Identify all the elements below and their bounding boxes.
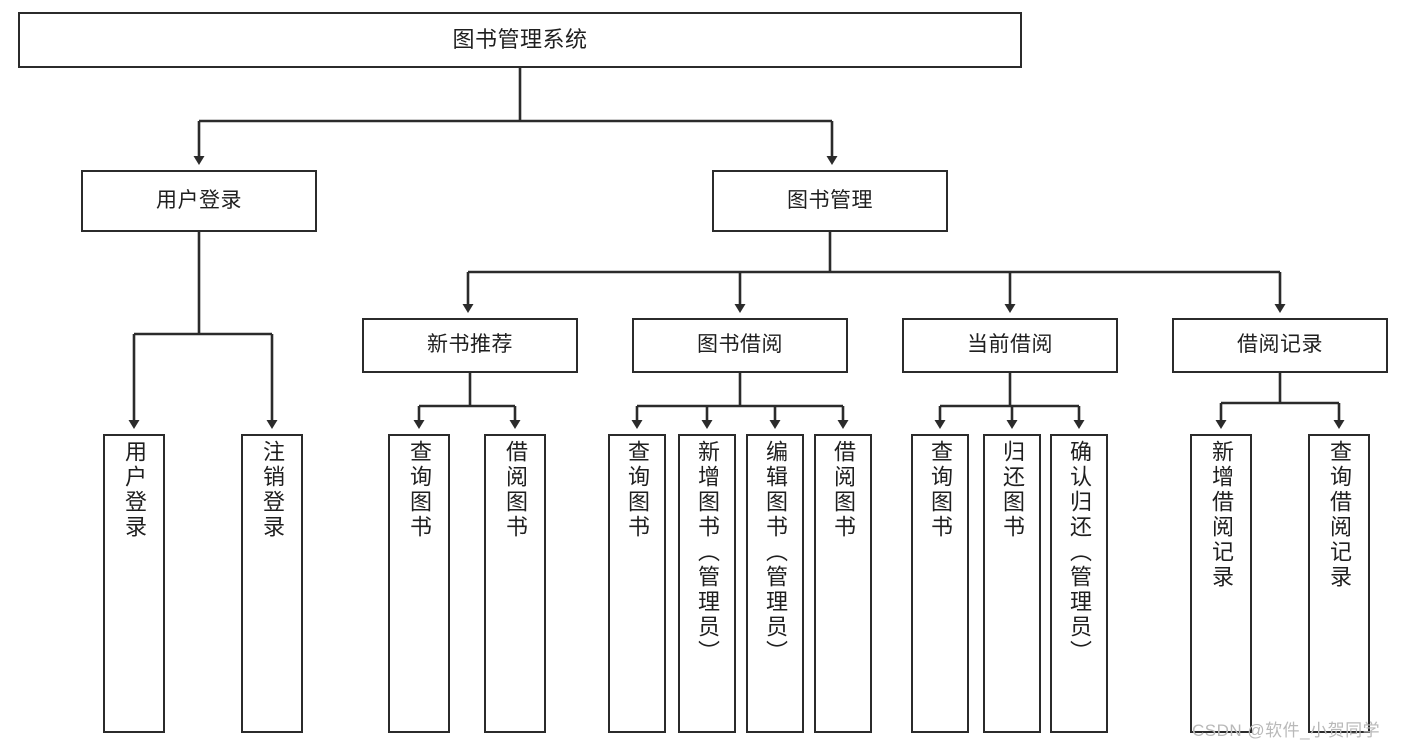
leaf-nbr-borrow-book[interactable]: 借阅图书	[484, 434, 546, 733]
node-current-borrow[interactable]: 当前借阅	[902, 318, 1118, 373]
leaf-cb-confirm-return-admin-label: 确认归还（管理员）	[1067, 440, 1092, 665]
leaf-bb-add-book-admin[interactable]: 新增图书（管理员）	[678, 434, 736, 733]
node-book-borrow-label: 图书借阅	[697, 333, 783, 357]
node-book-borrow[interactable]: 图书借阅	[632, 318, 848, 373]
node-book-management[interactable]: 图书管理	[712, 170, 948, 232]
leaf-br-query-record[interactable]: 查询借阅记录	[1308, 434, 1370, 733]
node-root[interactable]: 图书管理系统	[18, 12, 1022, 68]
node-current-borrow-label: 当前借阅	[967, 333, 1053, 357]
node-root-label: 图书管理系统	[452, 27, 588, 53]
leaf-nbr-query-book-label: 查询图书	[407, 440, 432, 540]
leaf-bb-borrow-book[interactable]: 借阅图书	[814, 434, 872, 733]
leaf-cb-query-book[interactable]: 查询图书	[911, 434, 969, 733]
node-new-book-recommend[interactable]: 新书推荐	[362, 318, 578, 373]
node-borrow-record-label: 借阅记录	[1237, 333, 1323, 357]
leaf-nbr-borrow-book-label: 借阅图书	[503, 440, 528, 540]
leaf-cb-return-book-label: 归还图书	[1000, 440, 1025, 540]
leaf-br-add-record-label: 新增借阅记录	[1209, 440, 1234, 590]
node-user-login[interactable]: 用户登录	[81, 170, 317, 232]
node-borrow-record[interactable]: 借阅记录	[1172, 318, 1388, 373]
leaf-logout-label: 注销登录	[260, 440, 285, 540]
leaf-br-add-record[interactable]: 新增借阅记录	[1190, 434, 1252, 733]
leaf-cb-confirm-return-admin[interactable]: 确认归还（管理员）	[1050, 434, 1108, 733]
leaf-bb-query-book-label: 查询图书	[625, 440, 650, 540]
leaf-user-login-label: 用户登录	[122, 440, 147, 540]
leaf-br-query-record-label: 查询借阅记录	[1327, 440, 1352, 590]
leaf-bb-edit-book-admin-label: 编辑图书（管理员）	[763, 440, 788, 665]
leaf-bb-query-book[interactable]: 查询图书	[608, 434, 666, 733]
leaf-cb-return-book[interactable]: 归还图书	[983, 434, 1041, 733]
leaf-bb-borrow-book-label: 借阅图书	[831, 440, 856, 540]
leaf-user-login[interactable]: 用户登录	[103, 434, 165, 733]
leaf-bb-edit-book-admin[interactable]: 编辑图书（管理员）	[746, 434, 804, 733]
node-book-management-label: 图书管理	[787, 188, 873, 212]
node-new-book-recommend-label: 新书推荐	[427, 333, 513, 357]
leaf-nbr-query-book[interactable]: 查询图书	[388, 434, 450, 733]
csdn-watermark: CSDN @软件_小贺同学	[1192, 721, 1381, 740]
node-user-login-label: 用户登录	[156, 188, 242, 212]
leaf-cb-query-book-label: 查询图书	[928, 440, 953, 540]
leaf-logout[interactable]: 注销登录	[241, 434, 303, 733]
leaf-bb-add-book-admin-label: 新增图书（管理员）	[695, 440, 720, 665]
